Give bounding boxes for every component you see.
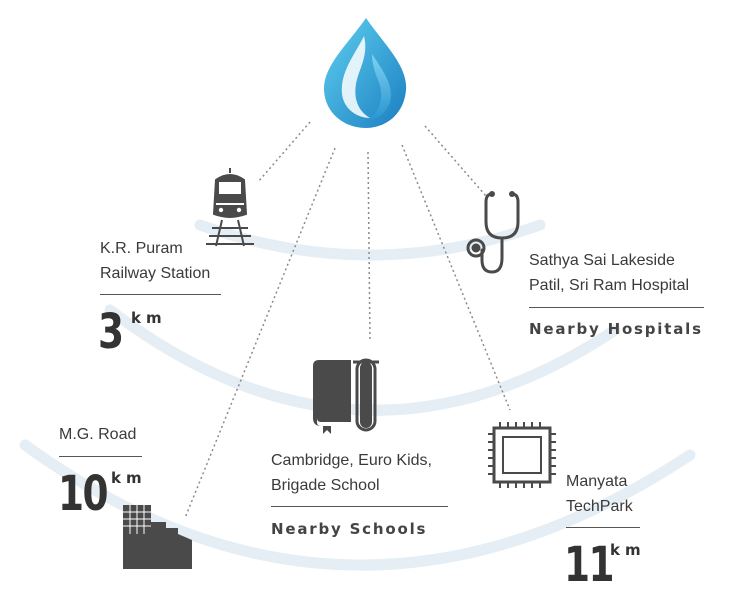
railway-divider — [100, 294, 221, 295]
techpark-name-line1: Manyata — [566, 473, 628, 490]
water-drop-logo-icon — [323, 18, 407, 128]
connector-lines — [184, 121, 511, 519]
books-icon — [313, 358, 379, 434]
schools-divider — [271, 506, 448, 507]
mg-road-divider — [59, 456, 142, 457]
techpark-name-line2: TechPark — [566, 498, 633, 515]
mg-road-distance-value: 10 — [58, 466, 109, 522]
connector-techpark — [401, 144, 511, 411]
hospital-category-label: Nearby Hospitals — [529, 320, 703, 338]
railway-station-name-line2: Railway Station — [100, 265, 211, 282]
schools-name-line2: Brigade School — [271, 477, 380, 494]
hospital-divider — [529, 307, 704, 308]
stethoscope-icon — [466, 191, 520, 274]
techpark-distance-unit: km — [610, 541, 646, 559]
schools-name-line1: Cambridge, Euro Kids, — [271, 452, 432, 469]
railway-station-name-line1: K.R. Puram — [100, 240, 183, 257]
train-icon — [206, 168, 254, 247]
railway-distance-unit: km — [131, 309, 167, 327]
buildings-icon — [123, 505, 192, 569]
hospital-name-line1: Sathya Sai Lakeside — [529, 252, 675, 269]
connector-schools — [367, 151, 371, 343]
railway-distance-value: 3 — [98, 304, 124, 360]
hospital-name-line2: Patil, Sri Ram Hospital — [529, 277, 690, 294]
chip-icon — [488, 422, 556, 488]
range-arc-outer — [19, 439, 696, 571]
schools-category-label: Nearby Schools — [271, 520, 428, 538]
techpark-distance-value: 11 — [564, 537, 615, 593]
connector-railway — [257, 121, 311, 183]
mg-road-distance-unit: km — [111, 469, 147, 487]
techpark-divider — [566, 527, 640, 528]
connector-hospital — [424, 125, 487, 197]
connector-mg-road — [184, 147, 336, 519]
mg-road-name: M.G. Road — [59, 426, 137, 443]
